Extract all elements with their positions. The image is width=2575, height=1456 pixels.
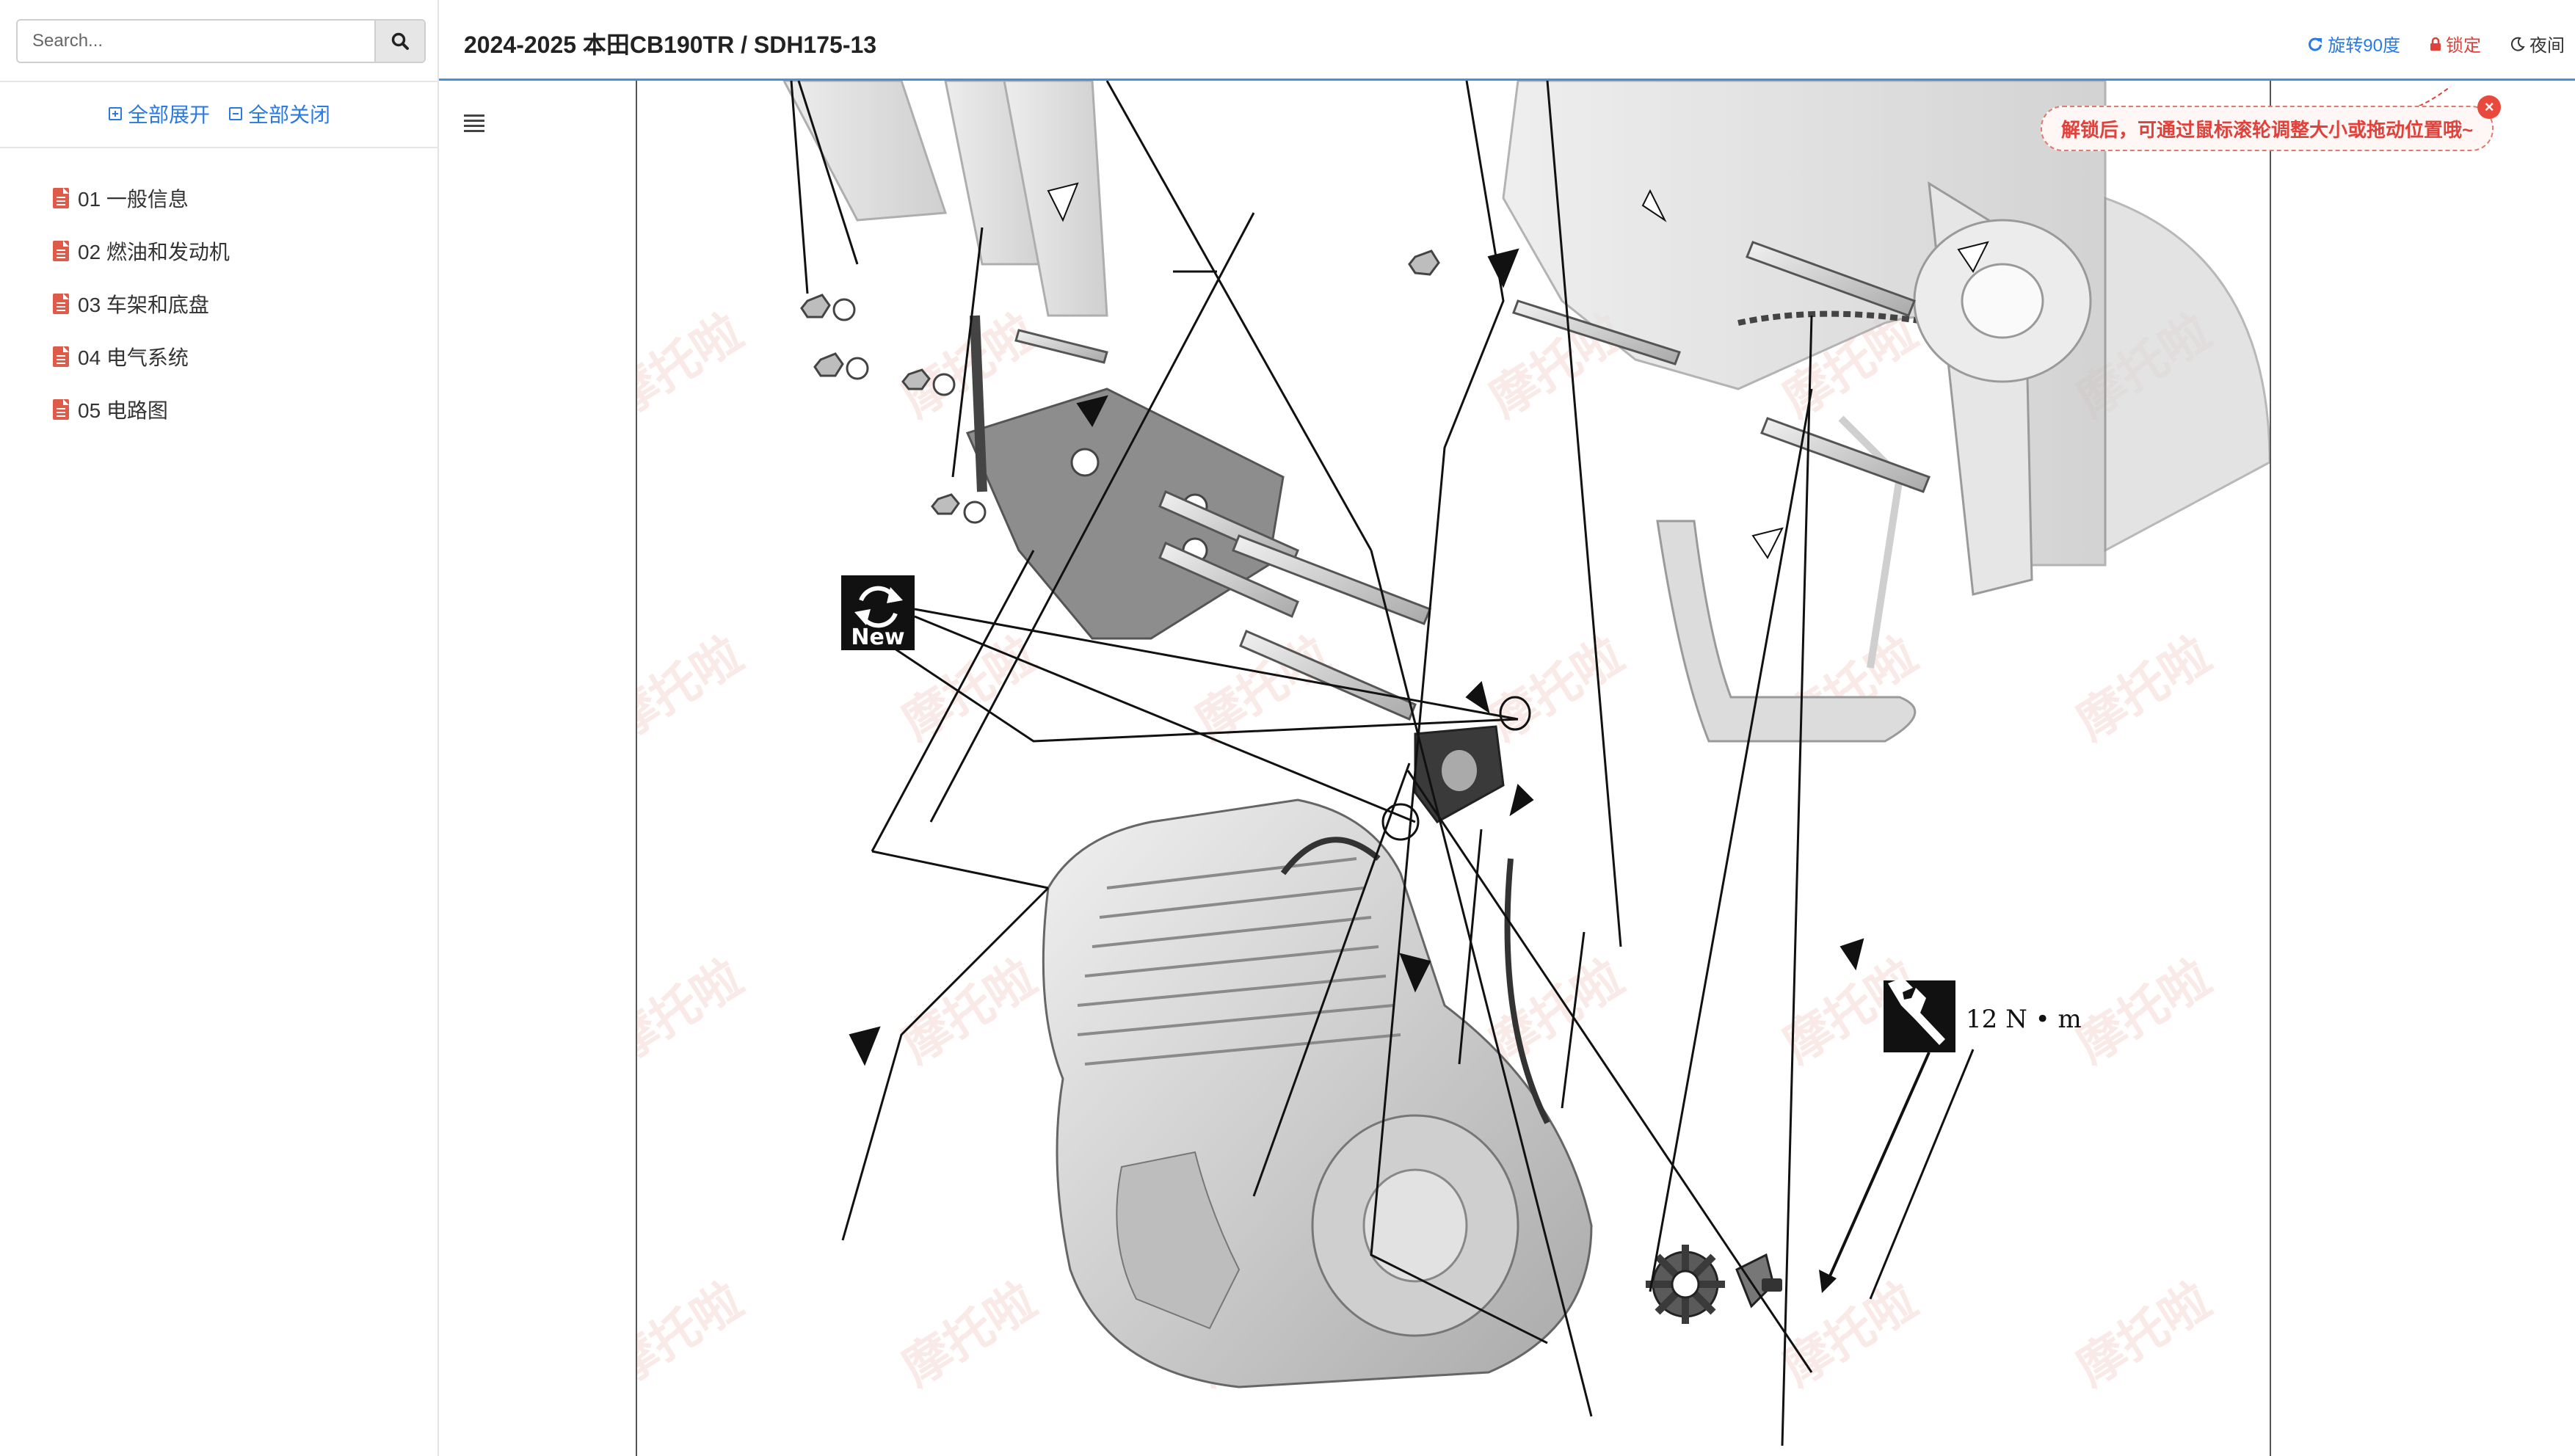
header: 2024-2025 本田CB190TR / SDH175-13 旋转90度 锁定… [439,0,2575,81]
menu-toggle-icon[interactable] [464,114,484,132]
leader-lines [790,81,1975,1446]
tree-item-label: 02 燃油和发动机 [78,241,230,263]
tree-item-label: 04 电气系统 [78,346,189,369]
torque-value: 12 N • m [1966,1005,2082,1034]
new-badge-text: New [851,625,904,650]
svg-text:摩托啦: 摩托啦 [637,626,752,751]
chapter-tree: 01 一般信息 02 燃油和发动机 03 车架和底盘 04 电气系统 05 电路… [53,172,230,436]
new-part-badge: New [841,575,1519,823]
tree-item-label: 03 车架和底盘 [78,294,209,316]
night-mode-button[interactable]: 夜间 [2510,31,2565,57]
torque-callout: 12 N • m [1819,978,2082,1293]
diagram-viewer: 摩托啦 摩托啦 摩托啦 摩托啦 摩托啦 摩托啦 摩托啦 摩托啦 摩托啦 摩托啦 … [439,81,2575,1456]
rotate-icon [2309,37,2322,51]
tree-item-label: 05 电路图 [78,399,168,422]
file-icon [53,241,69,261]
svg-text:摩托啦: 摩托啦 [2067,626,2220,751]
lock-label: 锁定 [2446,36,2481,56]
search-box [16,19,426,63]
tooltip-text: 解锁后，可通过鼠标滚轮调整大小或拖动位置哦~ [2061,118,2474,141]
page-title: 2024-2025 本田CB190TR / SDH175-13 [464,32,877,58]
search-input[interactable] [18,21,377,62]
nuts-and-washers [800,250,1440,524]
arrow-markers [849,182,1989,1066]
tree-item-01[interactable]: 01 一般信息 [53,172,230,225]
svg-text:摩托啦: 摩托啦 [637,949,752,1074]
expand-all-button[interactable]: 全部展开 [108,99,210,128]
front-fork [782,81,1108,317]
drive-sprocket [1646,1245,1782,1324]
divider [0,81,439,82]
tooltip-close-icon[interactable]: × [2477,95,2502,119]
rotate-button[interactable]: 旋转90度 [2307,31,2400,57]
tree-item-05[interactable]: 05 电路图 [53,383,230,436]
unlock-tooltip: 解锁后，可通过鼠标滚轮调整大小或拖动位置哦~ × [2041,95,2502,151]
svg-text:摩托啦: 摩托啦 [637,303,752,428]
svg-text:摩托啦: 摩托啦 [893,626,1046,751]
header-toolbar: 旋转90度 锁定 夜间 [2307,31,2565,57]
plus-square-icon [108,107,122,120]
collapse-all-button[interactable]: 全部关闭 [229,99,330,128]
lock-button[interactable]: 锁定 [2430,31,2481,57]
rotate-label: 旋转90度 [2328,36,2400,56]
tree-actions: 全部展开 全部关闭 [0,95,439,132]
file-icon [53,188,69,208]
collapse-all-label: 全部关闭 [248,103,331,126]
file-icon [53,294,69,314]
svg-text:摩托啦: 摩托啦 [2067,949,2220,1074]
exploded-parts-diagram[interactable]: 摩托啦 摩托啦 摩托啦 摩托啦 摩托啦 摩托啦 摩托啦 摩托啦 摩托啦 摩托啦 … [599,81,2271,1456]
lock-icon [2430,37,2441,51]
moon-icon [2510,37,2525,51]
search-button[interactable] [374,21,424,62]
svg-text:摩托啦: 摩托啦 [637,1272,752,1397]
diagram-drawing: 摩托啦 摩托啦 摩托啦 摩托啦 摩托啦 摩托啦 摩托啦 摩托啦 摩托啦 摩托啦 … [599,81,2271,1446]
file-icon [53,399,69,420]
engine-assembly [1042,798,1593,1388]
night-mode-label: 夜间 [2529,36,2565,56]
tree-item-02[interactable]: 02 燃油和发动机 [53,225,230,277]
file-icon [53,346,69,367]
svg-text:摩托啦: 摩托啦 [2067,1272,2220,1397]
tree-item-label: 01 一般信息 [78,188,189,211]
search-icon [391,32,409,50]
tree-item-04[interactable]: 04 电气系统 [53,330,230,383]
svg-text:摩托啦: 摩托啦 [1773,1272,1927,1397]
svg-text:摩托啦: 摩托啦 [893,1272,1046,1397]
svg-text:摩托啦: 摩托啦 [1480,949,1633,1074]
tree-item-03[interactable]: 03 车架和底盘 [53,277,230,330]
svg-text:摩托啦: 摩托啦 [1480,626,1633,751]
expand-all-label: 全部展开 [127,103,210,126]
sidebar: 全部展开 全部关闭 01 一般信息 02 燃油和发动机 03 车架和底盘 04 … [0,0,439,1456]
minus-square-icon [229,107,242,120]
svg-text:摩托啦: 摩托啦 [893,303,1046,428]
divider [0,147,439,148]
